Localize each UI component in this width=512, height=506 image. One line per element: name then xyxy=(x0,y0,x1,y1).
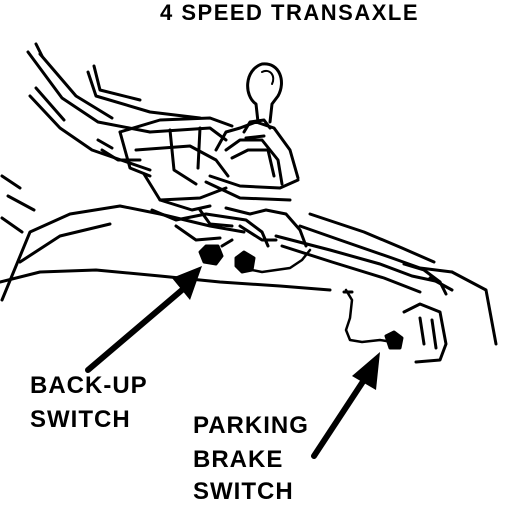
console-rails xyxy=(26,42,202,172)
parking-brake-switch-arrow xyxy=(311,352,380,459)
parking-brake-rails xyxy=(274,212,498,346)
parking-brake-switch-label-line1: PARKING xyxy=(193,412,309,439)
backup-switch-body xyxy=(198,238,256,274)
rear-housing xyxy=(402,302,448,364)
parking-brake-switch-label-line3: SWITCH xyxy=(193,478,294,505)
backup-switch-label-line1: BACK-UP xyxy=(30,372,148,399)
parking-brake-switch-label-line2: BRAKE xyxy=(193,446,284,473)
wiring-harness xyxy=(240,248,394,344)
backup-switch-arrow xyxy=(85,266,202,373)
diagram-title: 4 SPEED TRANSAXLE xyxy=(160,0,419,25)
shifter-boot xyxy=(204,118,300,202)
parking-brake-switch-body xyxy=(384,330,404,350)
shift-knob xyxy=(246,62,283,124)
switch-mount-bracket xyxy=(150,198,308,248)
backup-switch-label-line2: SWITCH xyxy=(30,406,131,433)
console-housing xyxy=(96,116,234,202)
floor-panel xyxy=(0,174,332,302)
